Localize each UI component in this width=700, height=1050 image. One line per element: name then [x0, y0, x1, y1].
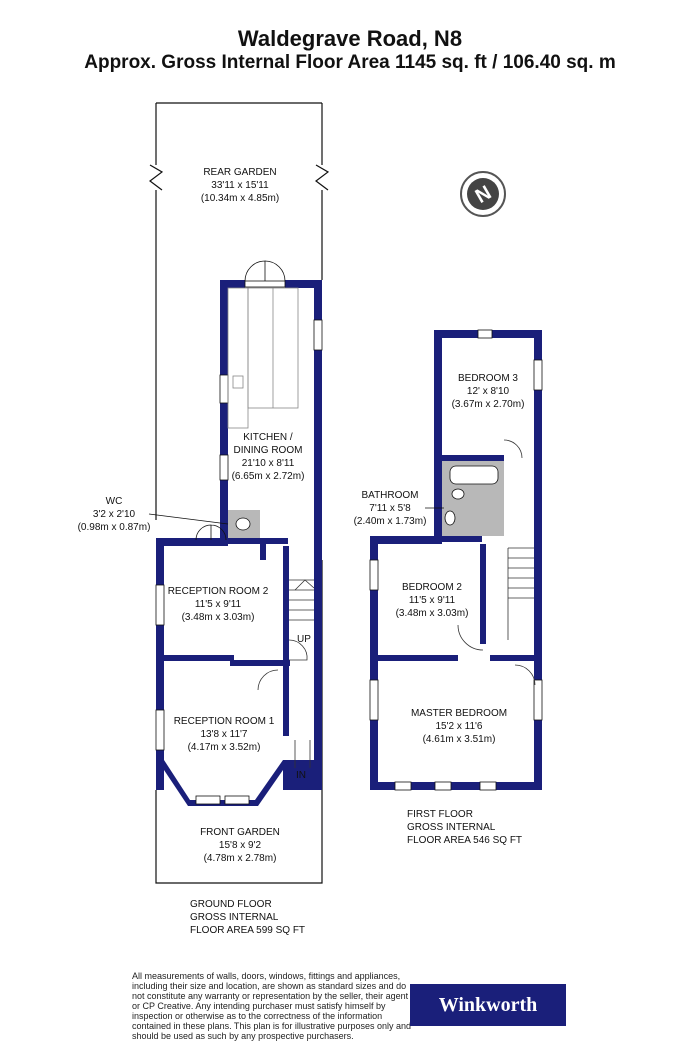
first-floor-walls: [370, 330, 542, 790]
in-marker: IN: [296, 770, 306, 781]
svg-text:BATHROOM: BATHROOM: [361, 490, 418, 501]
svg-text:15'8 x 9'2: 15'8 x 9'2: [219, 840, 262, 851]
svg-text:KITCHEN /: KITCHEN /: [243, 432, 293, 443]
bathroom-fixtures: [444, 465, 499, 526]
svg-text:DINING ROOM: DINING ROOM: [234, 445, 303, 456]
svg-text:21'10 x 8'11: 21'10 x 8'11: [242, 458, 295, 469]
svg-text:7'11 x 5'8: 7'11 x 5'8: [369, 503, 411, 514]
ground-floor-windows: [155, 319, 323, 805]
svg-text:FRONT GARDEN: FRONT GARDEN: [200, 827, 280, 838]
svg-text:13'8 x 11'7: 13'8 x 11'7: [200, 729, 247, 740]
room-label-bathroom: BATHROOM 7'11 x 5'8 (2.40m x 1.73m): [354, 490, 427, 527]
svg-text:(6.65m x 2.72m): (6.65m x 2.72m): [232, 471, 305, 482]
svg-text:BEDROOM 2: BEDROOM 2: [402, 582, 462, 593]
first-floor-windows: [369, 329, 543, 791]
room-label-front-garden: FRONT GARDEN 15'8 x 9'2 (4.78m x 2.78m): [200, 827, 280, 864]
svg-text:(4.17m x 3.52m): (4.17m x 3.52m): [188, 742, 261, 753]
svg-text:REAR GARDEN: REAR GARDEN: [203, 167, 276, 178]
page-title: Waldegrave Road, N8: [237, 26, 463, 51]
ground-floor-walls: [156, 280, 322, 806]
svg-text:3'2 x 2'10: 3'2 x 2'10: [93, 509, 136, 520]
svg-text:RECEPTION ROOM 1: RECEPTION ROOM 1: [174, 716, 275, 727]
svg-text:RECEPTION ROOM 2: RECEPTION ROOM 2: [168, 586, 269, 597]
svg-text:(10.34m x 4.85m): (10.34m x 4.85m): [201, 193, 279, 204]
svg-text:12' x 8'10: 12' x 8'10: [467, 386, 510, 397]
svg-text:(3.67m x 2.70m): (3.67m x 2.70m): [452, 399, 525, 410]
floor-area-subtitle: Approx. Gross Internal Floor Area 1145 s…: [84, 52, 616, 73]
svg-text:MASTER BEDROOM: MASTER BEDROOM: [411, 708, 507, 719]
room-label-kitchen: KITCHEN / DINING ROOM 21'10 x 8'11 (6.65…: [232, 432, 305, 482]
room-label-reception1: RECEPTION ROOM 1 13'8 x 11'7 (4.17m x 3.…: [174, 716, 275, 753]
svg-text:(3.48m x 3.03m): (3.48m x 3.03m): [396, 608, 469, 619]
first-stairs: [457, 439, 536, 686]
svg-text:15'2 x 11'6: 15'2 x 11'6: [435, 721, 482, 732]
kitchen-units: [227, 287, 299, 429]
garden-doors: [195, 260, 286, 541]
room-label-master: MASTER BEDROOM 15'2 x 11'6 (4.61m x 3.51…: [411, 708, 507, 745]
ground-floor-area: GROUND FLOOR GROSS INTERNAL FLOOR AREA 5…: [190, 899, 306, 936]
room-label-reception2: RECEPTION ROOM 2 11'5 x 9'11 (3.48m x 3.…: [168, 586, 269, 623]
svg-text:11'5 x 9'11: 11'5 x 9'11: [409, 595, 456, 606]
svg-text:BEDROOM 3: BEDROOM 3: [458, 373, 518, 384]
svg-text:(2.40m x 1.73m): (2.40m x 1.73m): [354, 516, 427, 527]
svg-text:33'11 x 15'11: 33'11 x 15'11: [211, 180, 269, 191]
ground-stairs: [257, 579, 315, 768]
compass-icon: N: [460, 171, 506, 217]
svg-text:(3.48m x 3.03m): (3.48m x 3.03m): [182, 612, 255, 623]
first-floor-area: FIRST FLOOR GROSS INTERNAL FLOOR AREA 54…: [407, 809, 523, 846]
svg-text:(4.78m x 2.78m): (4.78m x 2.78m): [204, 853, 277, 864]
wc-toilet-icon: [235, 517, 251, 531]
svg-text:WC: WC: [106, 496, 123, 507]
svg-text:(0.98m x 0.87m): (0.98m x 0.87m): [78, 522, 151, 533]
disclaimer-text: All measurements of walls, doors, window…: [132, 971, 411, 1041]
room-label-rear-garden: REAR GARDEN 33'11 x 15'11 (10.34m x 4.85…: [201, 167, 279, 204]
svg-text:(4.61m x 3.51m): (4.61m x 3.51m): [423, 734, 496, 745]
up-marker: UP: [297, 634, 311, 645]
room-label-bedroom2: BEDROOM 2 11'5 x 9'11 (3.48m x 3.03m): [396, 582, 469, 619]
room-label-wc: WC 3'2 x 2'10 (0.98m x 0.87m): [78, 496, 151, 533]
wc-leader-line: [148, 513, 229, 525]
room-label-bedroom3: BEDROOM 3 12' x 8'10 (3.67m x 2.70m): [452, 373, 525, 410]
svg-text:11'5 x 9'11: 11'5 x 9'11: [195, 599, 242, 610]
winkworth-logo: Winkworth: [410, 984, 566, 1026]
